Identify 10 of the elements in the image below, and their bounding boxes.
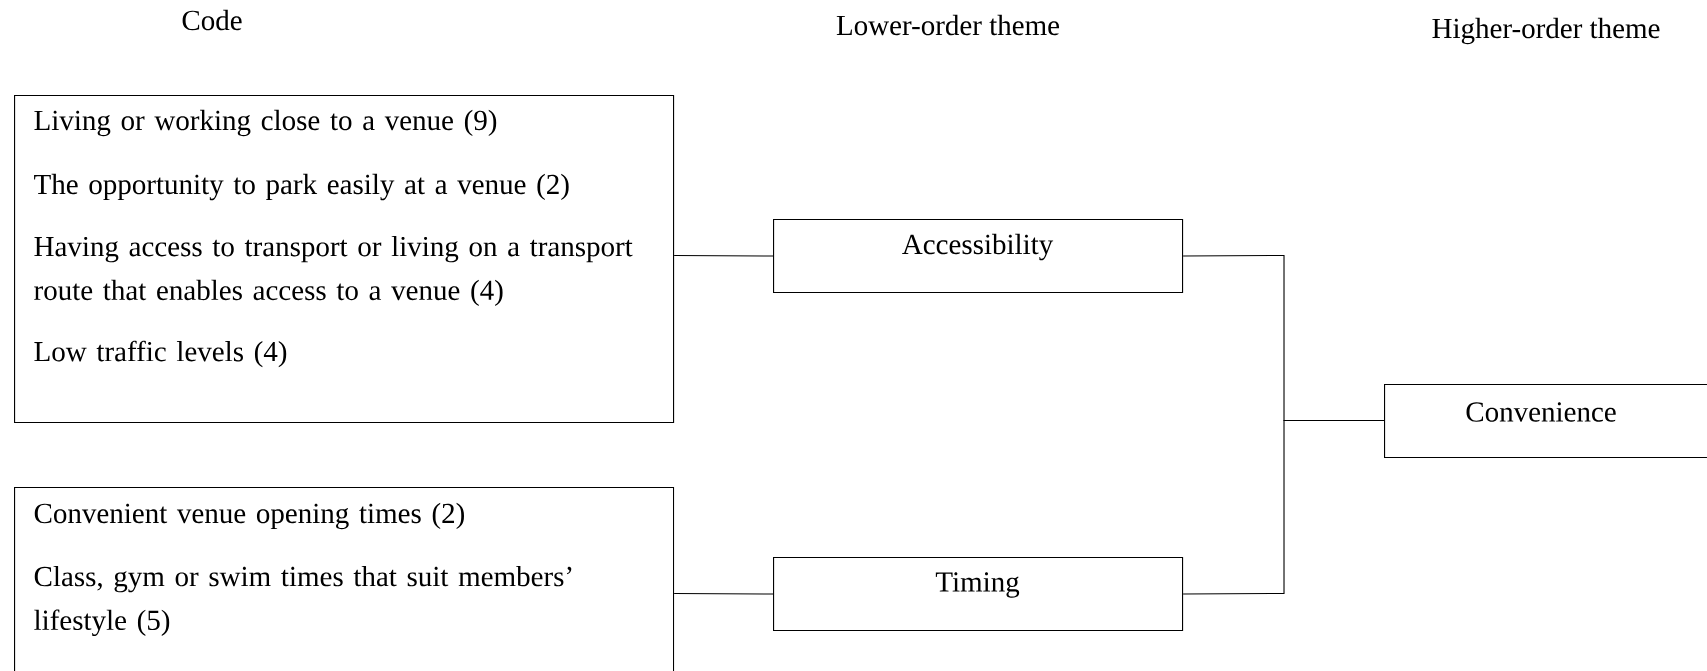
connector-line — [673, 592, 774, 595]
connector-line — [673, 254, 774, 257]
code-box: Living or working close to a venue (9) The opportunity to park easily at a venue (2) Having access to transport or living on a transport route that enables access to a venue (4) Low traffic levels (4) — [14, 95, 675, 424]
theme-box: Convenience — [1384, 384, 1707, 459]
theme-box: Timing — [773, 557, 1184, 632]
code-box: Convenient venue opening times (2) Class, gym or swim times that suit members’ lifestyle (5) — [14, 487, 675, 671]
column-heading: Lower-order theme — [836, 14, 1060, 36]
column-heading: Higher-order theme — [1432, 17, 1660, 45]
column-heading: Code — [182, 9, 242, 31]
theme-box: Accessibility — [773, 219, 1184, 294]
